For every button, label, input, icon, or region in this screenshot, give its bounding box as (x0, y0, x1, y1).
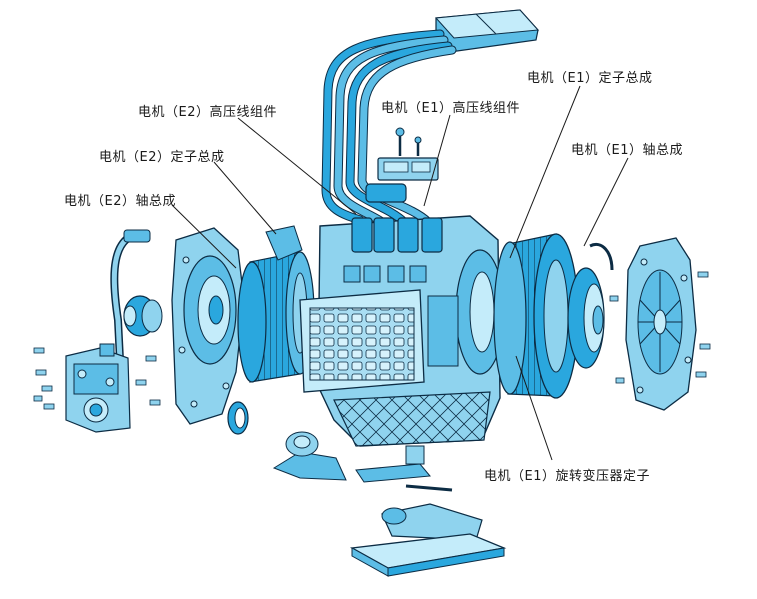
hv-cables (321, 29, 457, 227)
label-e2-stator: 电机（E2）定子总成 (99, 150, 225, 165)
leader-lines (171, 85, 629, 461)
leader-e1-hv-harness (423, 114, 451, 207)
cable-clamp (365, 183, 407, 203)
e2-shaft-assembly (110, 229, 163, 361)
label-e2-shaft: 电机（E2）轴总成 (64, 194, 176, 209)
oil-pump-sensor (272, 431, 347, 481)
leader-e1-resolver (515, 355, 553, 461)
loose-bolts-left (33, 347, 161, 410)
left-valve-body (65, 343, 131, 433)
leader-e2-shaft (171, 204, 237, 269)
label-e1-hv-harness: 电机（E1）高压线组件 (381, 101, 520, 116)
e2-end-cover (171, 227, 245, 425)
leader-e2-stator (213, 161, 277, 235)
leader-e1-shaft (583, 157, 629, 247)
hv-connector-block (434, 9, 540, 53)
oil-filter (381, 503, 483, 541)
e2-small-bracket (265, 225, 303, 261)
e1-end-cover (625, 237, 697, 411)
label-e2-hv-harness: 电机（E2）高压线组件 (138, 105, 277, 120)
oil-pan (349, 533, 507, 577)
oil-seal-ring (227, 401, 249, 435)
e1-hv-small-connector (377, 127, 439, 181)
e1-shaft-rotor (567, 243, 614, 369)
label-e1-shaft: 电机（E1）轴总成 (571, 143, 683, 158)
label-e1-resolver-stator: 电机（E1）旋转变压器定子 (484, 469, 650, 484)
e1-stator (493, 233, 579, 399)
leader-e2-hv-harness (237, 117, 357, 215)
hv-terminals (343, 217, 443, 283)
loose-bolts-right (609, 271, 711, 384)
parking-lock-linkage (355, 445, 453, 492)
control-board-cover (299, 289, 459, 393)
label-e1-stator: 电机（E1）定子总成 (527, 71, 653, 86)
leader-e1-stator (509, 85, 581, 259)
